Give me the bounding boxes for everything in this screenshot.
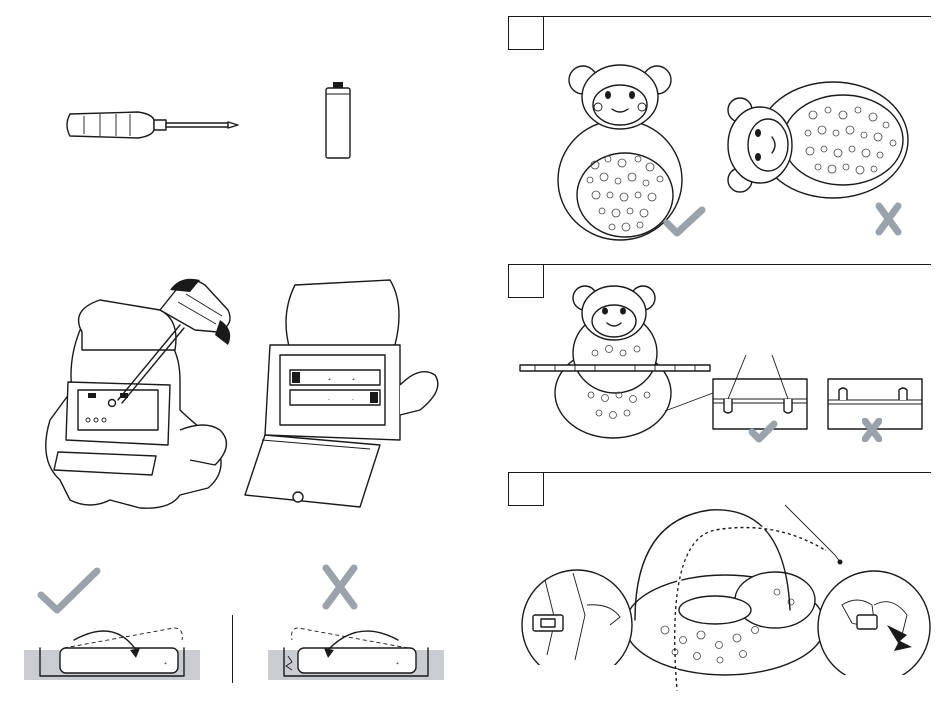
divider [232,615,233,683]
step-1-box [508,16,544,50]
open-battery-compartment-illustration: + + - - [240,275,460,515]
step-2-rule [543,264,931,265]
step-3-rule [543,472,931,473]
clip-fastening-detail-left [515,565,640,665]
cross-icon [874,202,904,236]
mat-incorrect-orientation [718,75,913,210]
screwdriver-icon [60,100,250,150]
battery-icon [318,78,358,163]
clip-detail-correct [712,355,808,430]
compartment-plus-mark: + [328,377,331,383]
checkmark-icon [748,420,778,444]
step-1-rule [543,16,931,17]
battery-fit-correct: + [24,610,200,685]
cross-icon [318,562,363,612]
clip-fastening-detail-right [812,565,937,675]
polarity-plus-mark: + [396,661,399,667]
battery-cover-unscrew-illustration [30,270,245,525]
mat-with-arch-rods [515,283,715,443]
checkmark-icon [662,205,707,240]
polarity-plus-mark: + [164,661,167,667]
compartment-plus-mark: + [352,377,355,383]
battery-fit-incorrect: + [268,610,444,685]
cross-icon [862,418,882,442]
